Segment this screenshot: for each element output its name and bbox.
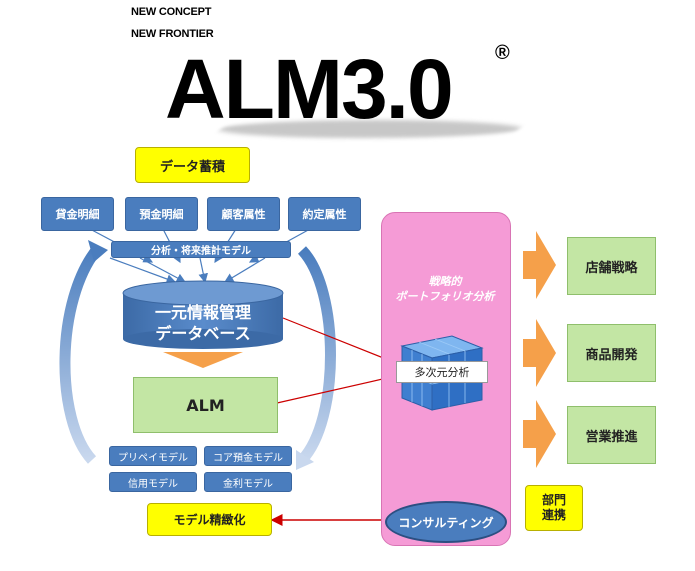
output-store-strategy: 店舗戦略 (567, 237, 656, 295)
strategic-label-line1: 戦略的 (428, 275, 462, 288)
source-contract-attributes: 約定属性 (288, 197, 361, 231)
model-prepayment: プリペイモデル (109, 446, 197, 466)
db-to-analysis-arrow (282, 317, 398, 365)
database-label-line2: データベース (155, 324, 251, 343)
output-product-development: 商品開発 (567, 324, 656, 382)
model-interest-rate: 金利モデル (204, 472, 292, 492)
consulting-ellipse: コンサルティング (385, 501, 507, 543)
database-cylinder (122, 280, 284, 349)
tagline-new-concept: NEW CONCEPT (131, 6, 212, 18)
alm-to-analysis-arrow (276, 373, 398, 404)
left-cycle-arrow (59, 244, 103, 464)
multidimensional-analysis-label: 多次元分析 (396, 361, 488, 383)
model-core-deposit: コア預金モデル (204, 446, 292, 466)
alm-box: ALM (133, 377, 278, 433)
logo: ALM3.0 (160, 42, 540, 138)
source-deposit-details: 預金明細 (125, 197, 198, 231)
model-credit: 信用モデル (109, 472, 197, 492)
db-to-alm-arrow (163, 352, 243, 368)
source-customer-attributes: 顧客属性 (207, 197, 280, 231)
database-label-line1: 一元情報管理 (154, 303, 251, 322)
analysis-model-bar: 分析・将来推計モデル (111, 241, 291, 258)
department-line1: 部門 (541, 493, 566, 507)
tagline-new-frontier: NEW FRONTIER (131, 28, 214, 40)
source-loan-details: 貸金明細 (41, 197, 114, 231)
output-arrows (523, 231, 556, 468)
strategic-label-line2: ポートフォリオ分析 (395, 290, 495, 303)
model-refinement-label: モデル精緻化 (147, 503, 272, 536)
logo-text: ALM3.0 (165, 42, 454, 136)
department-collaboration-label: 部門 連携 (525, 485, 583, 531)
right-cycle-arrow (297, 246, 336, 464)
output-sales-promotion: 営業推進 (567, 406, 656, 464)
data-accumulation-label: データ蓄積 (135, 147, 250, 183)
department-line2: 連携 (541, 508, 566, 522)
registered-mark: ® (495, 42, 510, 64)
